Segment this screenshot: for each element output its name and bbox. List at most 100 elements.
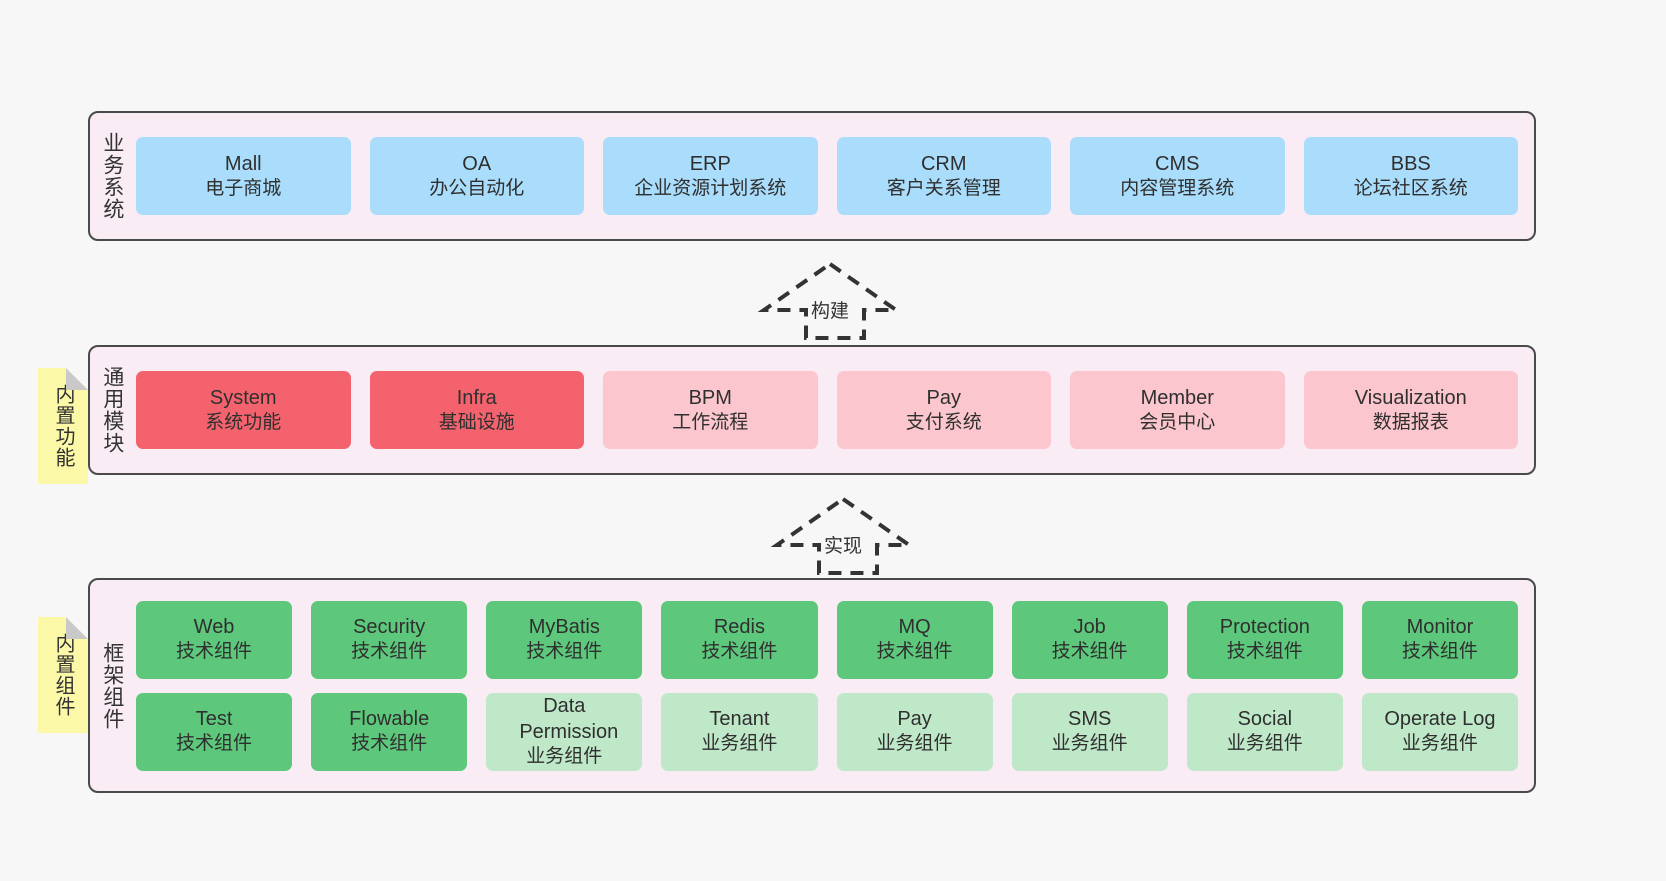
note-label: 内置组件 [52, 633, 74, 717]
card-title: ERP [689, 152, 731, 175]
card-subtitle: 业务组件 [1051, 733, 1128, 755]
card-cms[interactable]: CMS 内容管理系统 [1070, 137, 1285, 215]
card-web[interactable]: Web 技术组件 [136, 600, 293, 679]
card-sms[interactable]: SMS 业务组件 [1011, 692, 1168, 771]
card-flowable[interactable]: Flowable 技术组件 [311, 692, 468, 771]
connector-label: 实现 [823, 536, 863, 557]
card-bbs[interactable]: BBS 论坛社区系统 [1303, 137, 1518, 215]
card-subtitle: 业务组件 [526, 746, 603, 768]
card-oa[interactable]: OA 办公自动化 [369, 137, 584, 215]
note-fold-icon [66, 617, 88, 639]
card-subtitle: 办公自动化 [429, 177, 525, 199]
card-pay-component[interactable]: Pay 业务组件 [836, 692, 993, 771]
card-subtitle: 技术组件 [526, 641, 603, 663]
card-subtitle: 技术组件 [351, 641, 428, 663]
card-subtitle: 技术组件 [1051, 641, 1128, 663]
card-system[interactable]: System 系统功能 [136, 371, 351, 449]
card-title: BBS [1390, 152, 1431, 175]
card-title: Job [1073, 616, 1106, 639]
card-title: Web [193, 616, 235, 639]
card-title: CRM [920, 152, 967, 175]
card-title: Test [195, 708, 233, 731]
card-subtitle: 业务组件 [876, 733, 953, 755]
card-title: Tenant [709, 708, 770, 731]
card-title: Data Permission [519, 695, 619, 744]
card-redis[interactable]: Redis 技术组件 [661, 600, 818, 679]
layer-body-business-systems: Mall 电子商城 OA 办公自动化 ERP 企业资源计划系统 CRM 客户关系… [134, 113, 1534, 239]
card-operate-log[interactable]: Operate Log 业务组件 [1361, 692, 1518, 771]
note-builtin-features: 内置功能 [38, 368, 88, 484]
connector-build: 构建 [757, 260, 903, 342]
card-title: Pay [926, 386, 961, 409]
layer-business-systems: 业务系统 Mall 电子商城 OA 办公自动化 ERP 企业资源计划系统 CRM… [88, 111, 1536, 241]
card-pay[interactable]: Pay 支付系统 [836, 371, 1051, 449]
layer-body-framework-components: Web 技术组件 Security 技术组件 MyBatis 技术组件 Redi… [134, 580, 1534, 791]
card-subtitle: 技术组件 [1226, 641, 1303, 663]
card-title: Operate Log [1384, 708, 1496, 731]
card-test[interactable]: Test 技术组件 [136, 692, 293, 771]
card-row: System 系统功能 Infra 基础设施 BPM 工作流程 Pay 支付系统… [136, 371, 1518, 449]
note-builtin-components: 内置组件 [38, 617, 88, 733]
card-subtitle: 支付系统 [905, 411, 982, 433]
card-infra[interactable]: Infra 基础设施 [369, 371, 584, 449]
connector-label: 构建 [810, 301, 850, 322]
card-bpm[interactable]: BPM 工作流程 [603, 371, 818, 449]
note-fold-icon [66, 368, 88, 390]
card-title: Monitor [1406, 616, 1474, 639]
card-subtitle: 业务组件 [1226, 733, 1303, 755]
card-subtitle: 业务组件 [701, 733, 778, 755]
card-title: System [209, 386, 277, 409]
layer-common-modules: 通用模块 System 系统功能 Infra 基础设施 BPM 工作流程 Pay… [88, 345, 1536, 475]
card-subtitle: 技术组件 [701, 641, 778, 663]
card-security[interactable]: Security 技术组件 [311, 600, 468, 679]
layer-title-common-modules: 通用模块 [100, 366, 124, 454]
card-title: Infra [456, 386, 497, 409]
card-protection[interactable]: Protection 技术组件 [1186, 600, 1343, 679]
layer-title-framework-components: 框架组件 [100, 641, 124, 730]
card-subtitle: 电子商城 [205, 177, 282, 199]
layer-title-business-systems: 业务系统 [100, 132, 124, 220]
card-row: Mall 电子商城 OA 办公自动化 ERP 企业资源计划系统 CRM 客户关系… [136, 137, 1518, 215]
card-subtitle: 工作流程 [672, 411, 749, 433]
card-title: OA [462, 152, 492, 175]
connector-implement: 实现 [770, 495, 916, 577]
card-tenant[interactable]: Tenant 业务组件 [661, 692, 818, 771]
note-label: 内置功能 [52, 384, 74, 468]
card-mq[interactable]: MQ 技术组件 [836, 600, 993, 679]
card-data-permission[interactable]: Data Permission 业务组件 [486, 692, 643, 771]
card-subtitle: 会员中心 [1139, 411, 1216, 433]
card-title: Social [1237, 708, 1293, 731]
card-subtitle: 业务组件 [1401, 733, 1478, 755]
card-job[interactable]: Job 技术组件 [1011, 600, 1168, 679]
card-social[interactable]: Social 业务组件 [1186, 692, 1343, 771]
layer-framework-components: 框架组件 Web 技术组件 Security 技术组件 MyBatis 技术组件… [88, 578, 1536, 793]
card-title: Flowable [349, 708, 430, 731]
card-title: CMS [1155, 152, 1200, 175]
card-monitor[interactable]: Monitor 技术组件 [1361, 600, 1518, 679]
card-subtitle: 技术组件 [1401, 641, 1478, 663]
card-title: Member [1140, 386, 1214, 409]
card-subtitle: 技术组件 [176, 733, 253, 755]
card-mall[interactable]: Mall 电子商城 [136, 137, 351, 215]
card-row: Web 技术组件 Security 技术组件 MyBatis 技术组件 Redi… [136, 600, 1518, 679]
card-erp[interactable]: ERP 企业资源计划系统 [603, 137, 818, 215]
card-subtitle: 技术组件 [876, 641, 953, 663]
card-subtitle: 系统功能 [205, 411, 282, 433]
card-title: MQ [898, 616, 931, 639]
card-row: Test 技术组件 Flowable 技术组件 Data Permission … [136, 692, 1518, 771]
card-title: SMS [1068, 708, 1112, 731]
card-crm[interactable]: CRM 客户关系管理 [836, 137, 1051, 215]
card-title: BPM [688, 386, 732, 409]
card-title: Visualization [1354, 386, 1467, 409]
card-subtitle: 技术组件 [351, 733, 428, 755]
card-title: Security [353, 616, 426, 639]
card-title: Protection [1219, 616, 1310, 639]
card-subtitle: 数据报表 [1372, 411, 1449, 433]
card-subtitle: 企业资源计划系统 [634, 177, 787, 199]
card-visualization[interactable]: Visualization 数据报表 [1303, 371, 1518, 449]
card-mybatis[interactable]: MyBatis 技术组件 [486, 600, 643, 679]
card-title: Pay [897, 708, 932, 731]
card-member[interactable]: Member 会员中心 [1070, 371, 1285, 449]
card-title: MyBatis [528, 616, 600, 639]
